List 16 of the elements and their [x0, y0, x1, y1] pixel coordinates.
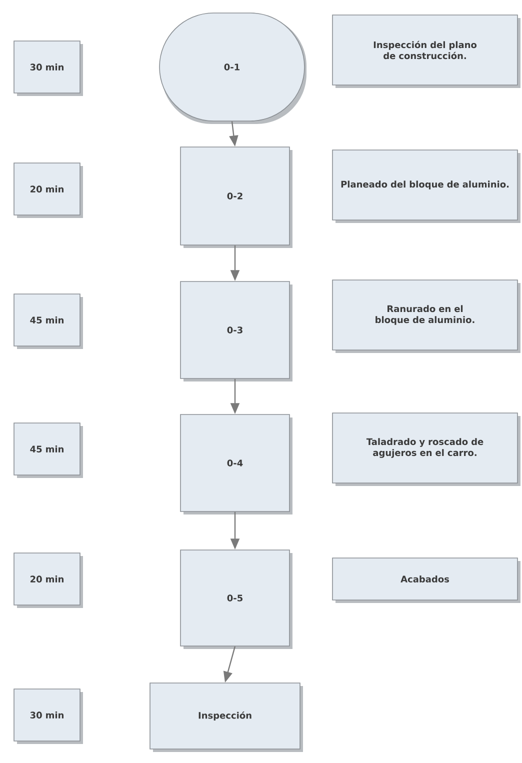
duration-box: 30 min [14, 688, 83, 744]
process-box: 0-4 [180, 414, 292, 514]
process-box: 0-3 [180, 281, 292, 382]
duration-box: 20 min [14, 162, 83, 218]
process-box: 0-2 [180, 146, 292, 248]
duration-box: 30 min [14, 40, 83, 96]
description-box: Planeado del bloque de aluminio. [332, 150, 520, 223]
duration-box: 20 min [14, 552, 83, 608]
description-box: Taladrado y roscado de agujeros en el carro. [332, 412, 520, 486]
description-box: Ranurado en el bloque de aluminio. [332, 280, 520, 353]
description-box: Acabados [332, 558, 520, 603]
duration-box: 45 min [14, 422, 83, 478]
duration-box: 45 min [14, 294, 83, 349]
process-box: 0-5 [180, 550, 292, 649]
description-box: Inspección del plano de construcción. [332, 14, 520, 88]
process-box: Inspección [150, 682, 303, 752]
